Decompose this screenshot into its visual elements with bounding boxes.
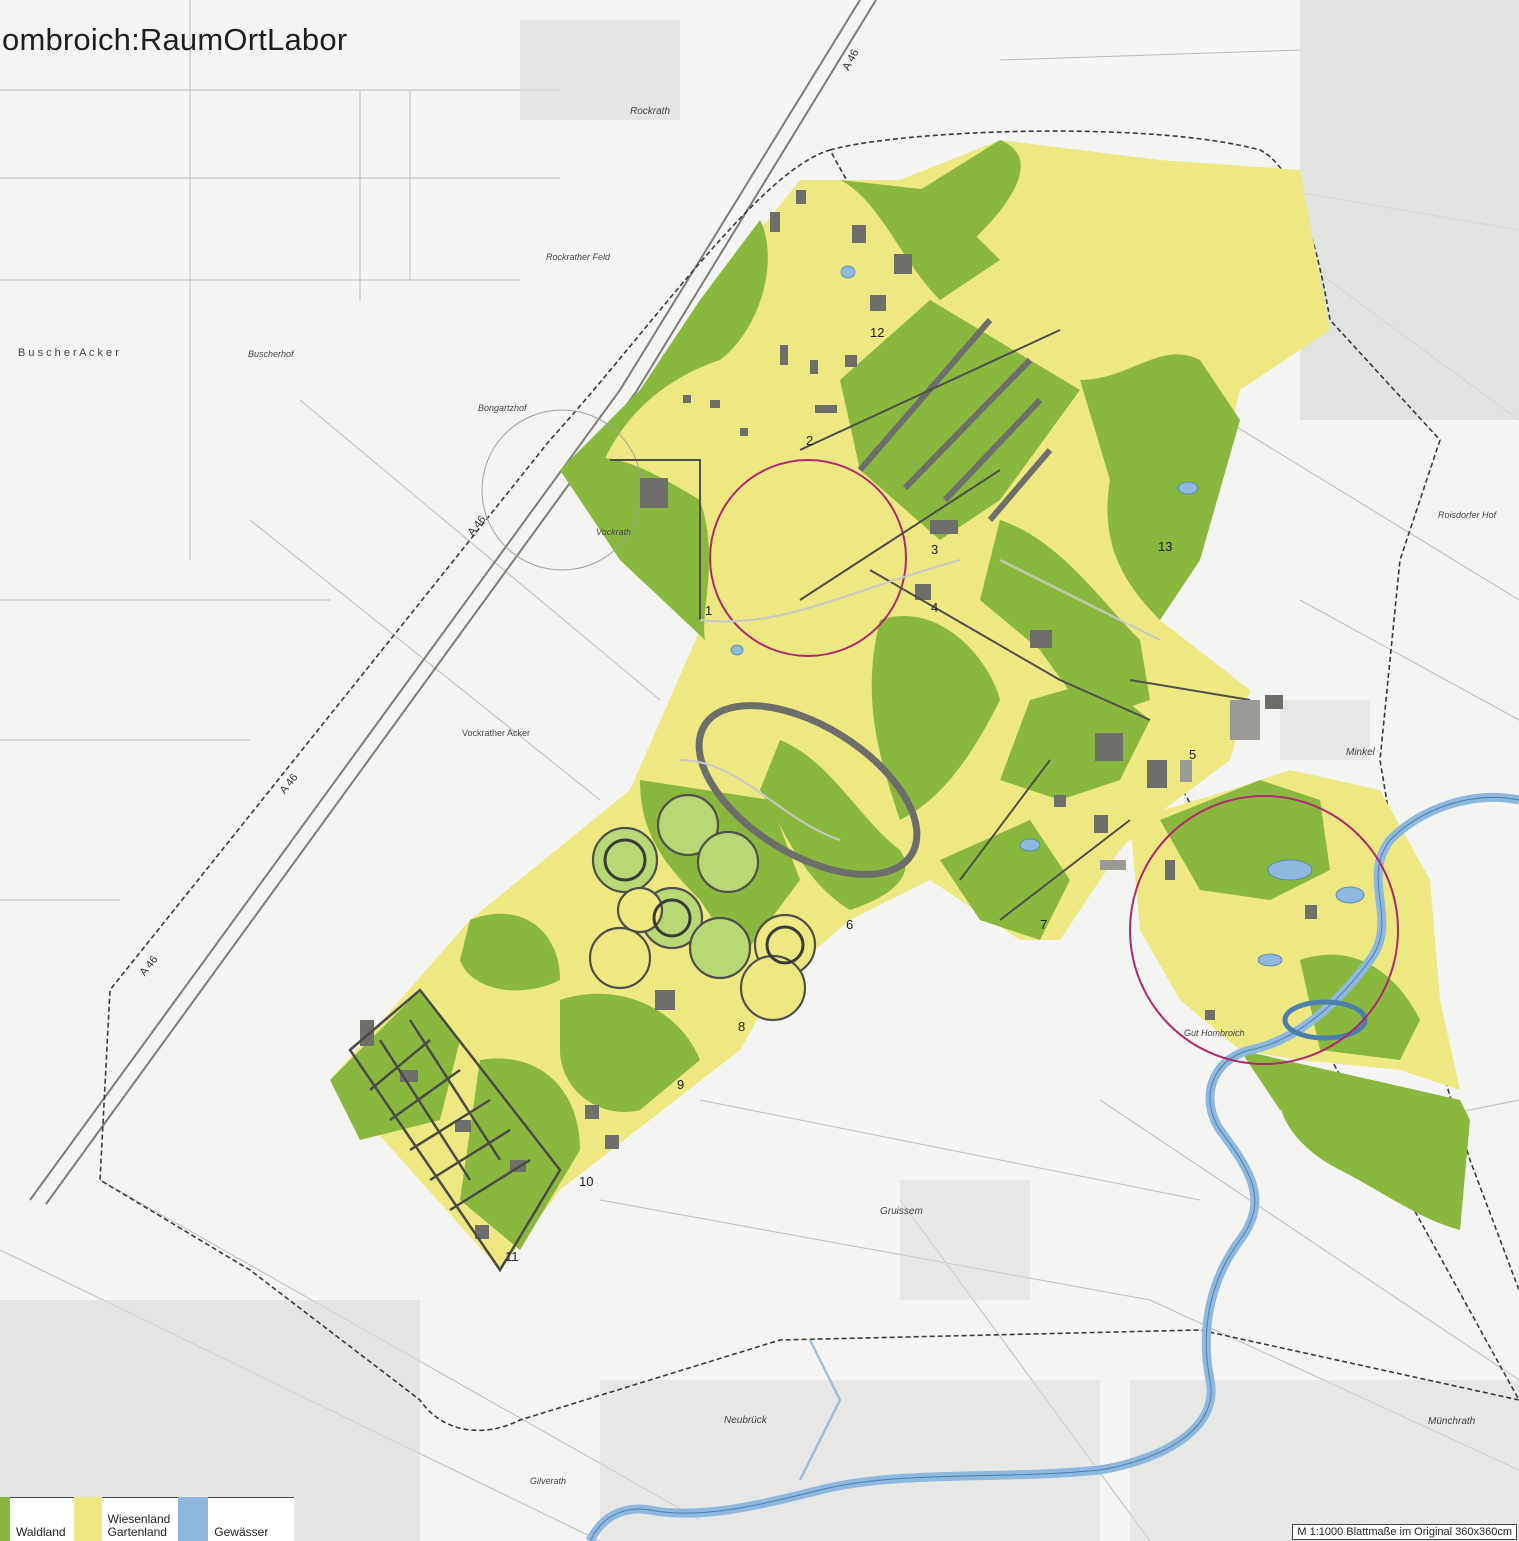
site-number-12: 12 bbox=[870, 325, 885, 340]
meadow-east bbox=[1160, 160, 1330, 390]
motorway-a46 bbox=[29, 0, 877, 1205]
site-number-7: 7 bbox=[1040, 917, 1048, 932]
ponds bbox=[730, 265, 1368, 1041]
site-number-5: 5 bbox=[1189, 747, 1197, 762]
legend-text-waldland: Waldland bbox=[16, 1525, 66, 1539]
label-buscherhof: Buscherhof bbox=[248, 349, 294, 359]
legend-swatch-waldland bbox=[0, 1497, 10, 1541]
site-number-8: 8 bbox=[738, 1019, 746, 1034]
legend-label-wiesenland: Wiesenland Gartenland bbox=[101, 1497, 179, 1541]
label-minkel: Minkel bbox=[1346, 747, 1375, 758]
label-gilverath: Gilverath bbox=[530, 1476, 567, 1486]
label-bongartzhof: Bongartzhof bbox=[478, 403, 527, 413]
label-rockrather-feld: Rockrather Feld bbox=[546, 252, 611, 262]
scale-note: M 1:1000 Blattmaße im Original 360x360cm bbox=[1292, 1524, 1517, 1540]
park-paths bbox=[679, 559, 1161, 841]
map-legend: Waldland Wiesenland Gartenland Gewässer bbox=[0, 1497, 295, 1541]
site-number-1: 1 bbox=[705, 603, 713, 618]
label-buscher-acker: B u s c h e r A c k e r bbox=[18, 347, 119, 359]
label-roisdorfer-hof: Roisdorfer Hof bbox=[1438, 510, 1497, 520]
grey-plots bbox=[1100, 700, 1260, 870]
stream bbox=[799, 1339, 842, 1481]
hedge-rows bbox=[610, 329, 1251, 921]
legend-text-gartenland: Gartenland bbox=[107, 1525, 167, 1539]
map-title: ombroich:RaumOrtLabor bbox=[2, 22, 348, 57]
label-hombroich: Gut Hombroich bbox=[1184, 1028, 1245, 1038]
legend-label-waldland: Waldland bbox=[10, 1497, 74, 1541]
site-number-11: 11 bbox=[505, 1249, 519, 1264]
legend-item-wiesenland: Wiesenland Gartenland bbox=[73, 1497, 179, 1541]
site-number-2: 2 bbox=[806, 433, 814, 448]
legend-item-waldland: Waldland bbox=[0, 1497, 74, 1541]
legend-item-gewaesser: Gewässer bbox=[178, 1497, 295, 1541]
legend-swatch-wiesenland bbox=[73, 1497, 102, 1541]
site-number-13: 13 bbox=[1158, 539, 1173, 554]
legend-swatch-gewaesser bbox=[178, 1497, 209, 1541]
label-neubrueck: Neubrück bbox=[724, 1415, 767, 1426]
oval-track bbox=[695, 702, 921, 878]
dark-rings bbox=[603, 838, 805, 965]
site-number-9: 9 bbox=[677, 1077, 685, 1092]
legend-text-wiesenland: Wiesenland bbox=[107, 1512, 171, 1526]
label-vockrath: Vockrath bbox=[596, 527, 632, 537]
building-rows bbox=[857, 318, 1053, 522]
site-number-3: 3 bbox=[931, 542, 939, 557]
label-muenchrath: Münchrath bbox=[1428, 1416, 1476, 1427]
legend-text-gewaesser: Gewässer bbox=[214, 1525, 269, 1539]
label-vockrather-acker: Vockrather Acker bbox=[462, 728, 531, 738]
highlight-circle-museum bbox=[709, 459, 907, 657]
site-number-10: 10 bbox=[579, 1174, 594, 1189]
site-boundary bbox=[99, 130, 1519, 1432]
site-number-6: 6 bbox=[846, 917, 854, 932]
legend-label-gewaesser: Gewässer bbox=[208, 1497, 295, 1541]
river-edge bbox=[589, 796, 1519, 1541]
circular-basins bbox=[588, 793, 817, 1022]
site-number-4: 4 bbox=[931, 600, 939, 615]
label-gruissem: Gruissem bbox=[880, 1206, 923, 1217]
highlight-circle-hombroich bbox=[1129, 795, 1399, 1065]
garden-grid bbox=[348, 988, 562, 1273]
forest-areas bbox=[330, 140, 1470, 1250]
label-rockrath: Rockrath bbox=[630, 106, 671, 117]
